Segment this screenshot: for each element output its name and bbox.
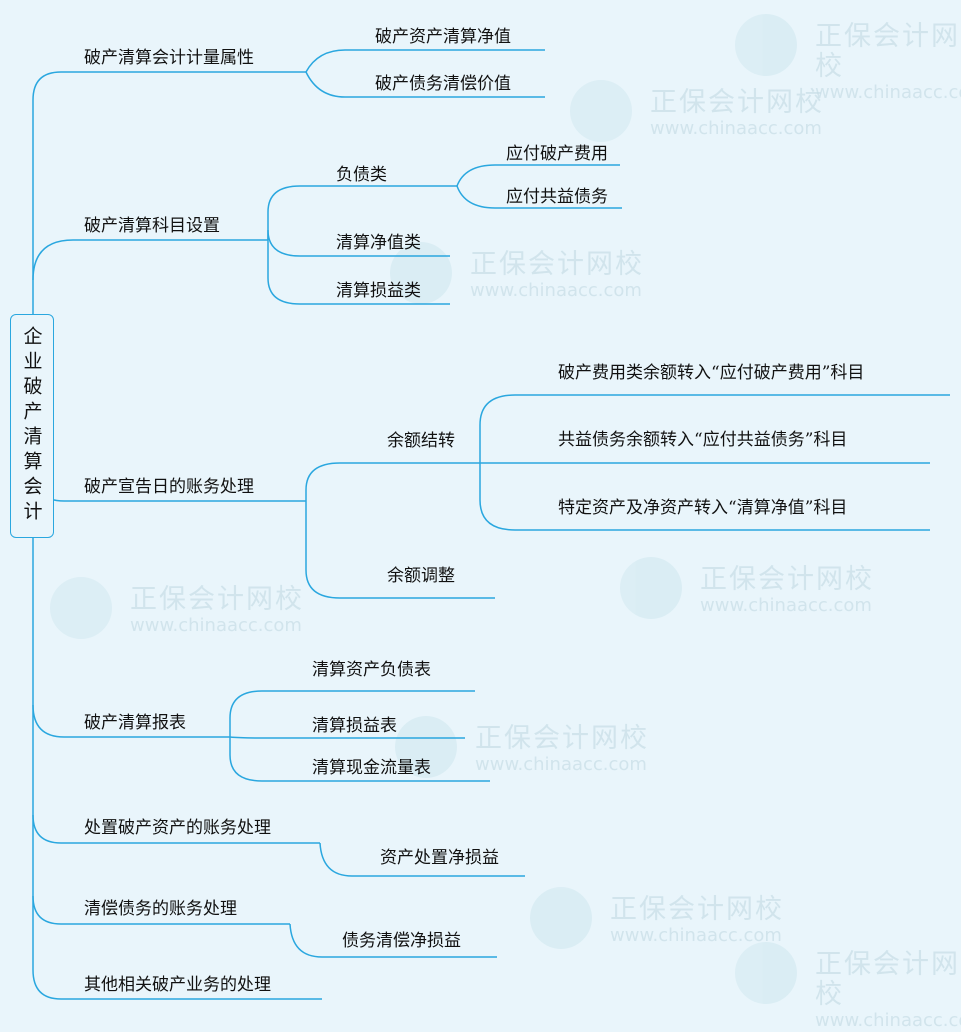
leaf-label: 破产资产清算净值 <box>375 27 511 47</box>
node-label: 余额结转 <box>387 431 455 451</box>
branch-label: 破产清算科目设置 <box>84 216 220 236</box>
connector <box>229 737 490 782</box>
connector <box>289 923 497 958</box>
connector <box>32 895 290 925</box>
watermark-url: www.chinaacc.com <box>130 615 302 636</box>
logo-icon <box>390 242 452 304</box>
logo-icon <box>735 14 797 76</box>
logo-icon <box>50 577 112 639</box>
logo-icon <box>620 557 682 619</box>
watermark-url: www.chinaacc.com <box>815 82 961 103</box>
leaf-label: 破产费用类余额转入“应付破产费用”科目 <box>558 363 865 383</box>
branch-label: 破产清算会计计量属性 <box>84 48 254 68</box>
watermark-name: 正保会计网校 <box>815 949 960 1010</box>
leaf-label: 资产处置净损益 <box>380 848 499 868</box>
leaf-label: 清算资产负债表 <box>312 660 431 680</box>
logo-icon <box>530 887 592 949</box>
watermark-name: 正保会计网校 <box>610 894 784 925</box>
branch-label: 破产宣告日的账务处理 <box>84 477 254 497</box>
leaf-label: 清算损益表 <box>312 716 397 736</box>
connector <box>305 49 545 73</box>
leaf-label: 清算净值类 <box>336 233 421 253</box>
node-label: 负债类 <box>336 165 387 185</box>
watermark-name: 正保会计网校 <box>470 249 644 280</box>
connector <box>305 501 495 599</box>
root-node: 企业破产清算会计 <box>10 314 54 538</box>
leaf-label: 清算现金流量表 <box>312 758 431 778</box>
leaf-label: 应付破产费用 <box>506 144 608 164</box>
connector <box>229 736 465 739</box>
watermark-name: 正保会计网校 <box>475 723 649 754</box>
leaf-label: 特定资产及净资产转入“清算净值”科目 <box>558 498 848 518</box>
leaf-label: 余额调整 <box>387 566 455 586</box>
connector <box>479 394 950 463</box>
connector <box>305 462 930 501</box>
branch-label: 清偿债务的账务处理 <box>84 899 237 919</box>
watermark-url: www.chinaacc.com <box>475 754 647 775</box>
connector <box>32 704 230 738</box>
branch-label: 其他相关破产业务的处理 <box>84 975 271 995</box>
watermark-name: 正保会计网校 <box>700 564 874 595</box>
connector <box>32 239 268 281</box>
connector <box>456 185 622 209</box>
leaf-label: 应付共益债务 <box>506 187 608 207</box>
connector <box>456 164 620 187</box>
connector <box>479 463 930 531</box>
logo-icon <box>735 942 797 1004</box>
leaf-label: 债务清偿净损益 <box>342 931 461 951</box>
connector <box>319 842 525 877</box>
leaf-label: 破产债务清偿价值 <box>375 74 511 94</box>
connector <box>229 690 475 737</box>
watermark-url: www.chinaacc.com <box>650 118 822 139</box>
connector <box>305 71 545 98</box>
connector <box>267 185 457 240</box>
trunk-line <box>32 538 322 1000</box>
watermark-name: 正保会计网校 <box>650 87 824 118</box>
leaf-label: 清算损益类 <box>336 281 421 301</box>
logo-icon <box>395 716 457 778</box>
connector <box>267 240 450 305</box>
leaf-label: 共益债务余额转入“应付共益债务”科目 <box>558 430 848 450</box>
logo-icon <box>570 80 632 142</box>
trunk-line <box>32 71 306 314</box>
connector <box>267 229 450 257</box>
root-label: 企业破产清算会计 <box>20 326 43 526</box>
watermark-url: www.chinaacc.com <box>700 595 872 616</box>
watermark-url: www.chinaacc.com <box>610 925 782 946</box>
connector <box>32 814 320 844</box>
branch-label: 处置破产资产的账务处理 <box>84 818 271 838</box>
watermark-name: 正保会计网校 <box>815 21 960 82</box>
watermark-url: www.chinaacc.com <box>470 280 642 301</box>
branch-label: 破产清算报表 <box>84 713 186 733</box>
watermark-name: 正保会计网校 <box>130 584 304 615</box>
